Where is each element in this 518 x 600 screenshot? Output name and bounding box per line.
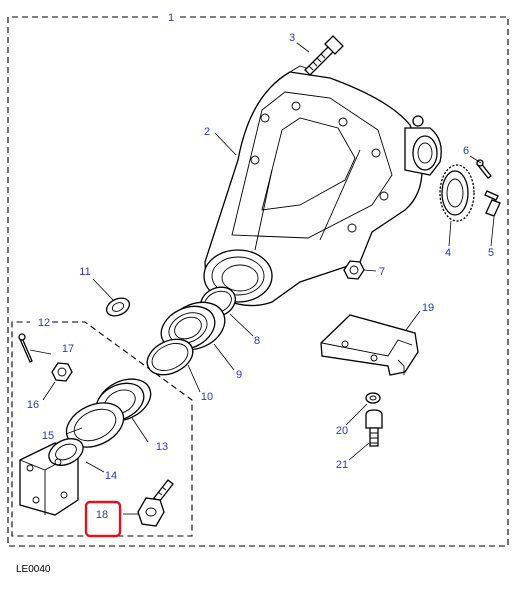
callout-7[interactable]: 7: [379, 266, 385, 278]
callout-15[interactable]: 15: [42, 430, 54, 442]
dust-cover: [65, 402, 125, 448]
callout-12[interactable]: 12: [38, 317, 50, 329]
nut-16: [51, 362, 73, 382]
drive-flange: [19, 438, 84, 516]
callout-8[interactable]: 8: [254, 335, 260, 347]
subassembly-frame: [11, 321, 193, 537]
callout-16[interactable]: 16: [27, 399, 39, 411]
callout-11[interactable]: 11: [79, 266, 90, 278]
mounting-bracket: [320, 314, 419, 376]
leader-lines: [29, 42, 495, 515]
spacer-ring: [146, 338, 194, 376]
stud-bolt: [304, 35, 344, 76]
callout-highlight-box: [84, 500, 122, 538]
callout-6[interactable]: 6: [463, 145, 469, 157]
callout-4[interactable]: 4: [445, 247, 451, 259]
callout-19[interactable]: 19: [422, 302, 434, 314]
callout-21[interactable]: 21: [336, 459, 348, 471]
callout-3[interactable]: 3: [289, 32, 295, 44]
callout-2[interactable]: 2: [204, 126, 210, 138]
callout-10[interactable]: 10: [201, 391, 213, 403]
cross-pin: [484, 190, 501, 217]
callout-18[interactable]: 18: [96, 509, 108, 521]
washer-11: [105, 297, 131, 317]
washer-20: [365, 392, 381, 404]
callout-17[interactable]: 17: [62, 343, 74, 355]
callout-9[interactable]: 9: [236, 369, 242, 381]
diagram-code: LE0040: [16, 564, 51, 575]
differential-housing: [203, 65, 442, 307]
callout-13[interactable]: 13: [156, 441, 168, 453]
flange-bolt: [137, 479, 174, 527]
ring-gear: [439, 164, 475, 222]
assembly-frame: [7, 16, 509, 547]
split-pin: [476, 159, 492, 179]
callout-20[interactable]: 20: [336, 425, 348, 437]
split-pin-17: [18, 333, 33, 363]
cap-screw: [365, 409, 383, 447]
callout-1[interactable]: 1: [168, 12, 174, 24]
callout-14[interactable]: 14: [105, 470, 117, 482]
callout-5[interactable]: 5: [488, 247, 494, 259]
